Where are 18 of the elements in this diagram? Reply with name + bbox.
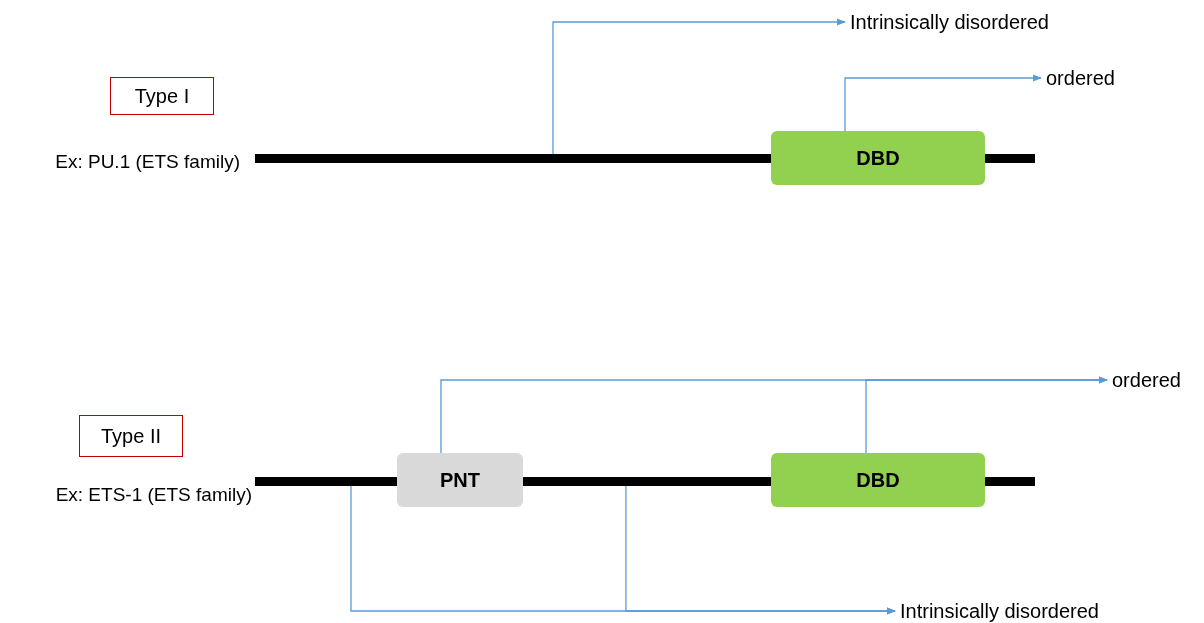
leader-arrow xyxy=(625,485,896,615)
dna-binding-domain: DBD xyxy=(771,131,985,185)
protein-chain-bar xyxy=(523,477,771,486)
dna-binding-domain: DBD xyxy=(771,453,985,507)
type-label: Type I xyxy=(110,77,214,115)
leader-arrow xyxy=(552,18,846,155)
region-label: Intrinsically disordered xyxy=(850,8,1110,36)
protein-chain-bar xyxy=(255,477,397,486)
example-label: Ex: ETS-1 (ETS family) xyxy=(4,481,252,509)
example-label: Ex: PU.1 (ETS family) xyxy=(14,148,240,176)
region-label: ordered xyxy=(1046,64,1146,92)
protein-chain-bar xyxy=(255,154,771,163)
type-label: Type II xyxy=(79,415,183,457)
region-label: ordered xyxy=(1112,366,1202,394)
region-label: Intrinsically disordered xyxy=(900,597,1160,623)
pnt-domain: PNT xyxy=(397,453,523,507)
leader-arrow xyxy=(865,376,1108,454)
leader-arrow xyxy=(844,74,1042,132)
